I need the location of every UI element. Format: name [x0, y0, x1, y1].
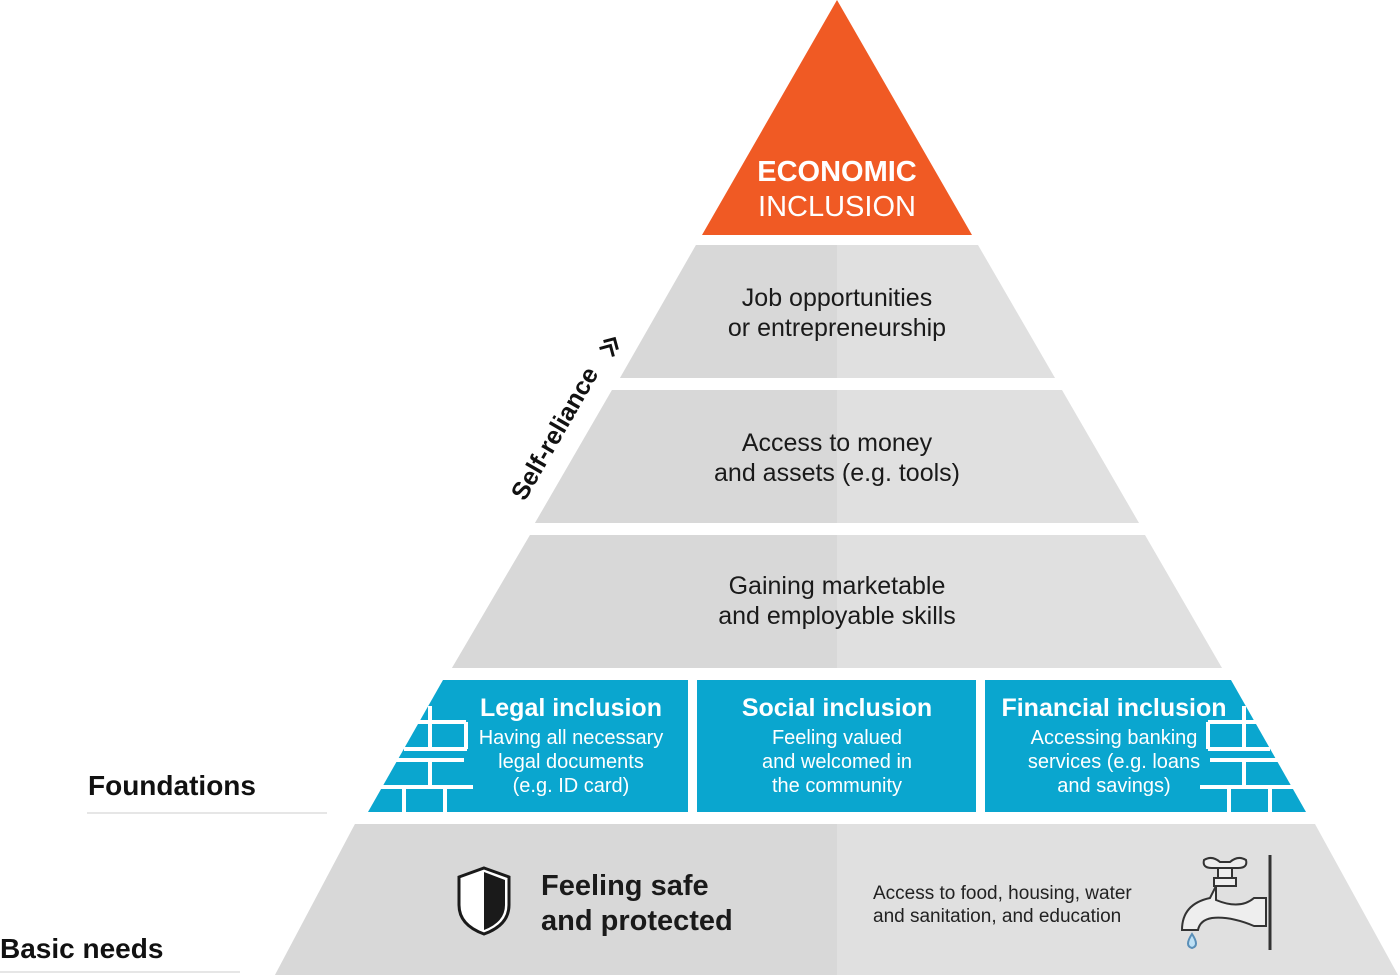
foundation-social-inclusion: Social inclusion Feeling valued and welc…	[697, 680, 976, 812]
tier-text: Job opportunities	[742, 284, 932, 312]
tier-text: or entrepreneurship	[728, 314, 946, 342]
brick-wall-icon	[1200, 706, 1294, 812]
foundation-text: and savings)	[1057, 775, 1170, 797]
shield-icon	[457, 866, 511, 936]
foundation-title: Legal inclusion	[480, 694, 662, 722]
foundation-text: the community	[772, 775, 902, 797]
foundation-title: Financial inclusion	[1001, 694, 1226, 722]
access-line1: Access to food, housing, water	[873, 883, 1132, 904]
foundations-label: Foundations	[88, 770, 256, 801]
double-chevron-up-icon	[599, 336, 619, 357]
foundation-text: (e.g. ID card)	[513, 775, 630, 797]
basic-needs-label: Basic needs	[0, 933, 163, 964]
water-tap-icon	[1180, 855, 1272, 950]
foundation-text: services (e.g. loans	[1028, 751, 1200, 773]
apex-line2: INCLUSION	[758, 191, 916, 223]
foundation-text: Feeling valued	[772, 727, 902, 749]
access-line2: and sanitation, and education	[873, 906, 1121, 927]
feeling-safe-line1: Feeling safe	[541, 870, 709, 902]
foundation-text: Accessing banking	[1031, 727, 1198, 749]
foundation-legal-inclusion: Legal inclusion Having all necessary leg…	[368, 680, 688, 812]
apex-line1: ECONOMIC	[757, 156, 917, 188]
foundation-text: legal documents	[498, 751, 644, 773]
apex-economic-inclusion	[702, 0, 972, 235]
feeling-safe-line2: and protected	[541, 905, 733, 937]
tier-text: and assets (e.g. tools)	[714, 459, 960, 487]
foundation-text: and welcomed in	[762, 751, 912, 773]
tier-text: Gaining marketable	[729, 572, 946, 600]
tier-basic-needs: Feeling safe and protected Access to foo…	[275, 824, 1398, 975]
tier-text: and employable skills	[718, 602, 956, 630]
tier-job-opportunities: Job opportunities or entrepreneurship	[620, 245, 1055, 378]
foundation-financial-inclusion: Financial inclusion Accessing banking se…	[985, 680, 1306, 812]
foundation-text: Having all necessary	[479, 727, 664, 749]
brick-wall-icon	[380, 706, 473, 812]
tier-marketable-skills: Gaining marketable and employable skills	[452, 535, 1222, 668]
foundation-title: Social inclusion	[742, 694, 932, 722]
tier-access-to-money: Access to money and assets (e.g. tools)	[535, 390, 1139, 523]
tier-text: Access to money	[742, 429, 933, 457]
